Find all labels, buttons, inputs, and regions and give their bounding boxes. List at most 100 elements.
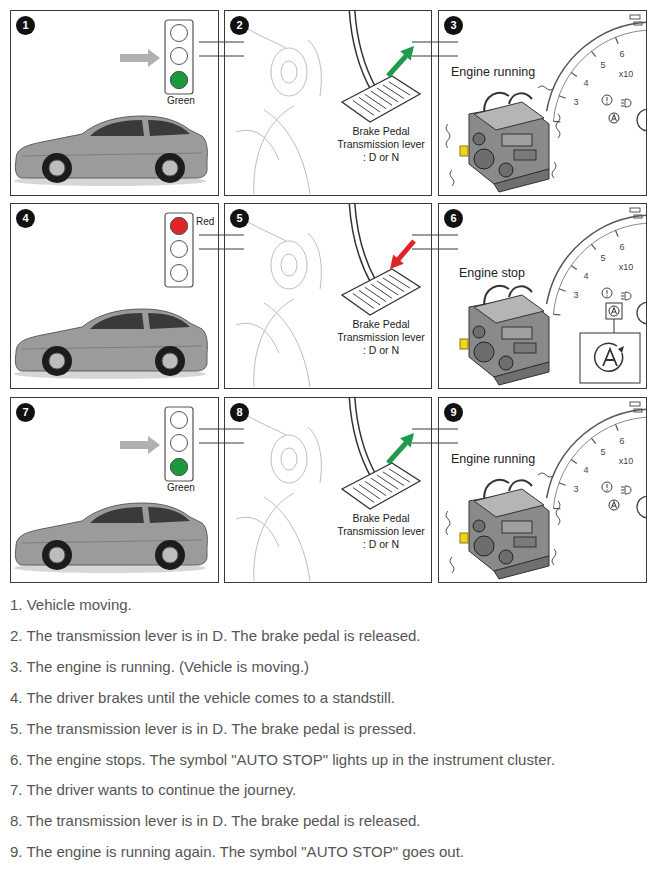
panel-box: 2Brake Pedal Transmission lever : D or N xyxy=(224,10,432,196)
panel-connector xyxy=(199,429,244,443)
car xyxy=(14,503,207,573)
pedal-caption: Brake Pedal Transmission lever : D or N xyxy=(335,512,427,551)
green-lamp xyxy=(171,459,188,476)
callout-number: 5 xyxy=(230,209,249,228)
panel-connector xyxy=(412,429,458,443)
gauge-number: 6 xyxy=(619,49,624,60)
callout-number: 3 xyxy=(444,16,463,35)
engine-group xyxy=(446,86,560,192)
pedal-caption: Brake Pedal Transmission lever : D or N xyxy=(335,125,427,164)
pedal xyxy=(236,10,420,194)
callout-number: 2 xyxy=(230,16,249,35)
cluster-clip xyxy=(547,208,647,324)
gauge-number: x10 xyxy=(619,262,634,273)
cluster-clip xyxy=(547,402,647,518)
green-lamp xyxy=(171,72,188,89)
step-description: 2. The transmission lever is in D. The b… xyxy=(10,627,420,645)
traffic-light xyxy=(165,407,193,481)
vibration xyxy=(446,86,560,186)
panel-box: 5Brake Pedal Transmission lever : D or N xyxy=(224,203,432,389)
scene-8 xyxy=(236,397,420,581)
gauge-number: 6 xyxy=(619,242,624,253)
engine-group xyxy=(460,286,549,385)
car xyxy=(14,116,207,186)
scene-2 xyxy=(236,10,420,194)
step-description: 6. The engine stops. The symbol "AUTO ST… xyxy=(10,751,555,769)
auto-stop-callout xyxy=(580,303,640,383)
panel-box: 8Brake Pedal Transmission lever : D or N xyxy=(224,397,432,583)
panel-box: 7Green xyxy=(10,397,219,583)
callout-number: 4 xyxy=(16,209,35,228)
scene-6 xyxy=(460,208,657,385)
press-arrow xyxy=(390,241,414,269)
callout-number: 6 xyxy=(444,209,463,228)
panel-caption: Engine stop xyxy=(459,266,525,282)
pedal xyxy=(236,397,420,581)
gauge-number: 5 xyxy=(600,253,605,264)
gauge-number: 3 xyxy=(573,97,578,108)
engine-group xyxy=(446,473,560,579)
panel-caption: Green xyxy=(167,482,195,495)
step-description: 4. The driver brakes until the vehicle c… xyxy=(10,689,395,707)
panel-box: 3Engine running xyxy=(438,10,647,196)
gauge-number: 4 xyxy=(583,271,588,282)
step-description: 8. The transmission lever is in D. The b… xyxy=(10,812,420,830)
panel-caption: Engine running xyxy=(451,65,535,81)
gauge-number: 4 xyxy=(583,465,588,476)
pedal-caption: Brake Pedal Transmission lever : D or N xyxy=(335,318,427,357)
gauge-number: 6 xyxy=(619,436,624,447)
panel-box: 1Green xyxy=(10,10,219,196)
step-description: 5. The transmission lever is in D. The b… xyxy=(10,720,416,738)
panel-connector xyxy=(412,42,458,56)
panel-caption: Red xyxy=(196,216,214,229)
callout-number: 1 xyxy=(16,16,35,35)
panel-connector xyxy=(412,235,458,249)
scene-9 xyxy=(446,402,657,579)
scene-1 xyxy=(14,20,207,186)
callout-number: 9 xyxy=(444,403,463,422)
panel-box: 4 Red xyxy=(10,203,219,389)
traffic-light xyxy=(165,213,193,287)
gauge-number: x10 xyxy=(619,456,634,467)
panel-box: 6Engine stop xyxy=(438,203,647,389)
panel-caption: Green xyxy=(167,95,195,108)
callout-number: 7 xyxy=(16,403,35,422)
scene-5 xyxy=(236,203,420,387)
car xyxy=(14,309,207,379)
release-arrow xyxy=(388,433,414,463)
cluster-clip xyxy=(547,15,647,131)
gauge-number: 5 xyxy=(600,447,605,458)
cluster xyxy=(547,15,647,131)
red-lamp xyxy=(171,218,188,235)
motion-arrow xyxy=(120,49,160,67)
vibration xyxy=(446,473,560,573)
panel-box: 9Engine running xyxy=(438,397,647,583)
panel-connector xyxy=(199,42,244,56)
step-description: 7. The driver wants to continue the jour… xyxy=(10,781,296,799)
gauge-number: 3 xyxy=(573,290,578,301)
gauge-number: 4 xyxy=(583,78,588,89)
engine xyxy=(460,480,549,579)
step-description: 3. The engine is running. (Vehicle is mo… xyxy=(10,658,309,676)
scene-3 xyxy=(446,15,657,192)
pedal xyxy=(236,203,420,387)
engine xyxy=(460,93,549,192)
cluster xyxy=(547,402,647,518)
scene-4 xyxy=(14,213,207,379)
callout-number: 8 xyxy=(230,403,249,422)
panel-caption: Engine running xyxy=(451,452,535,468)
traffic-light xyxy=(165,20,193,94)
gauge-number: 3 xyxy=(573,484,578,495)
release-arrow xyxy=(388,46,414,76)
motion-arrow xyxy=(120,436,160,454)
gauge-number: 5 xyxy=(600,60,605,71)
step-description: 1. Vehicle moving. xyxy=(10,596,132,614)
step-description: 9. The engine is running again. The symb… xyxy=(10,843,464,861)
engine xyxy=(460,286,549,385)
panel-connector xyxy=(199,235,244,249)
gauge-number: x10 xyxy=(619,69,634,80)
